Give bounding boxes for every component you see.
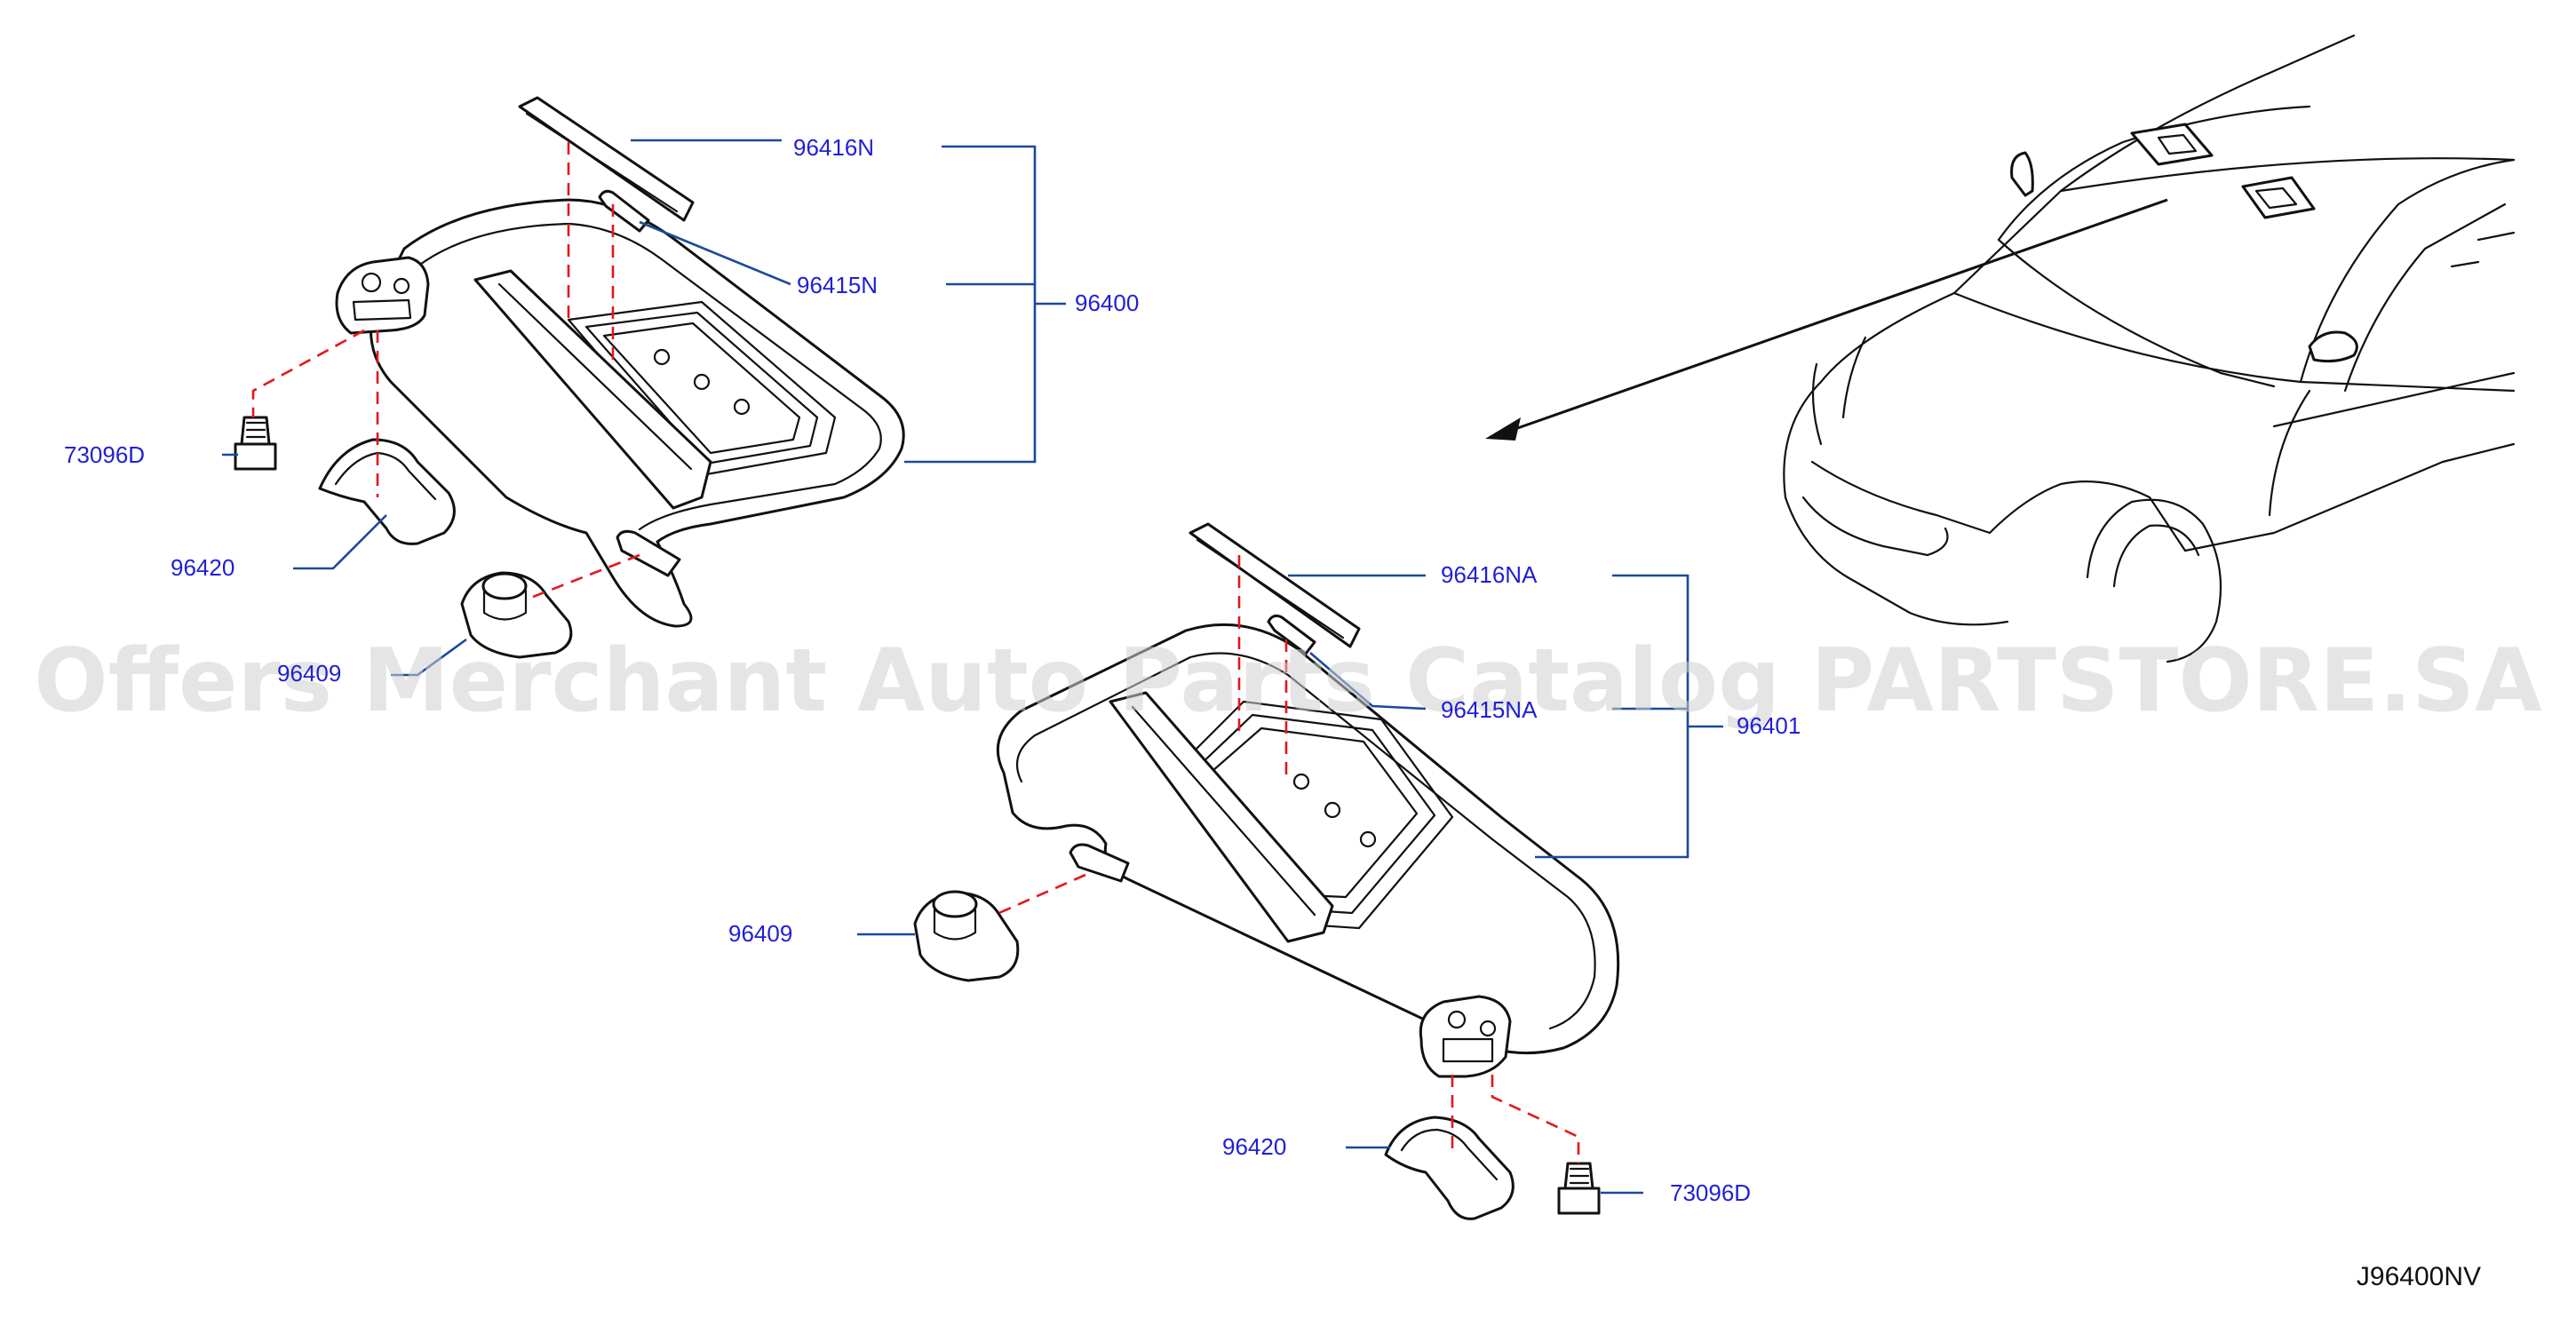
callout-96401[interactable]: 96401	[1737, 712, 1801, 739]
callout-96416NA[interactable]: 96416NA	[1441, 561, 1538, 588]
callout-96409-left[interactable]: 96409	[277, 660, 341, 687]
callout-96415N[interactable]: 96415N	[797, 272, 878, 298]
pointer-arrow	[1485, 198, 2168, 441]
car-outline	[1783, 34, 2516, 663]
hidden-lines-right	[994, 555, 1580, 1163]
hidden-lines-left	[251, 142, 640, 599]
leader-lines	[222, 139, 1723, 1195]
diagram-code: J96400NV	[2357, 1262, 2481, 1291]
callout-96420-left[interactable]: 96420	[171, 554, 235, 581]
callout-96400[interactable]: 96400	[1075, 290, 1139, 316]
callout-labels: 96416N 96415N 96400 73096D 96420 96409 9…	[64, 134, 1801, 1206]
callout-73096D-right[interactable]: 73096D	[1670, 1179, 1751, 1206]
watermark: Offers Merchant Auto Parts Catalog PARTS…	[34, 631, 2542, 732]
sun-visor-right	[913, 522, 1620, 1220]
callout-96416N[interactable]: 96416N	[793, 134, 874, 161]
callout-96415NA[interactable]: 96415NA	[1441, 696, 1538, 723]
callout-96409-right[interactable]: 96409	[728, 920, 792, 947]
callout-73096D-left[interactable]: 73096D	[64, 441, 145, 468]
callout-96420-right[interactable]: 96420	[1222, 1133, 1286, 1160]
sun-visor-left	[234, 96, 905, 659]
